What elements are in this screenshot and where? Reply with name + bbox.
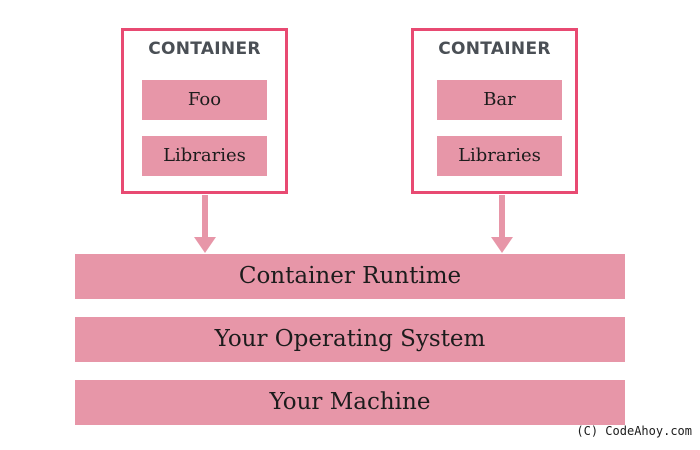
app-block-bar: Bar bbox=[437, 80, 562, 120]
app-block-foo: Foo bbox=[142, 80, 267, 120]
arrow-bar-to-runtime bbox=[491, 195, 513, 253]
credit-text: (C) CodeAhoy.com bbox=[576, 424, 692, 438]
container-bar: CONTAINER Bar Libraries bbox=[411, 28, 578, 194]
arrow-foo-to-runtime bbox=[194, 195, 216, 253]
container-title: CONTAINER bbox=[148, 39, 261, 59]
libraries-block: Libraries bbox=[142, 136, 267, 176]
layer-container-runtime: Container Runtime bbox=[75, 254, 625, 299]
layer-operating-system: Your Operating System bbox=[75, 317, 625, 362]
libraries-block: Libraries bbox=[437, 136, 562, 176]
layer-machine: Your Machine bbox=[75, 380, 625, 425]
container-foo: CONTAINER Foo Libraries bbox=[121, 28, 288, 194]
container-title: CONTAINER bbox=[438, 39, 551, 59]
